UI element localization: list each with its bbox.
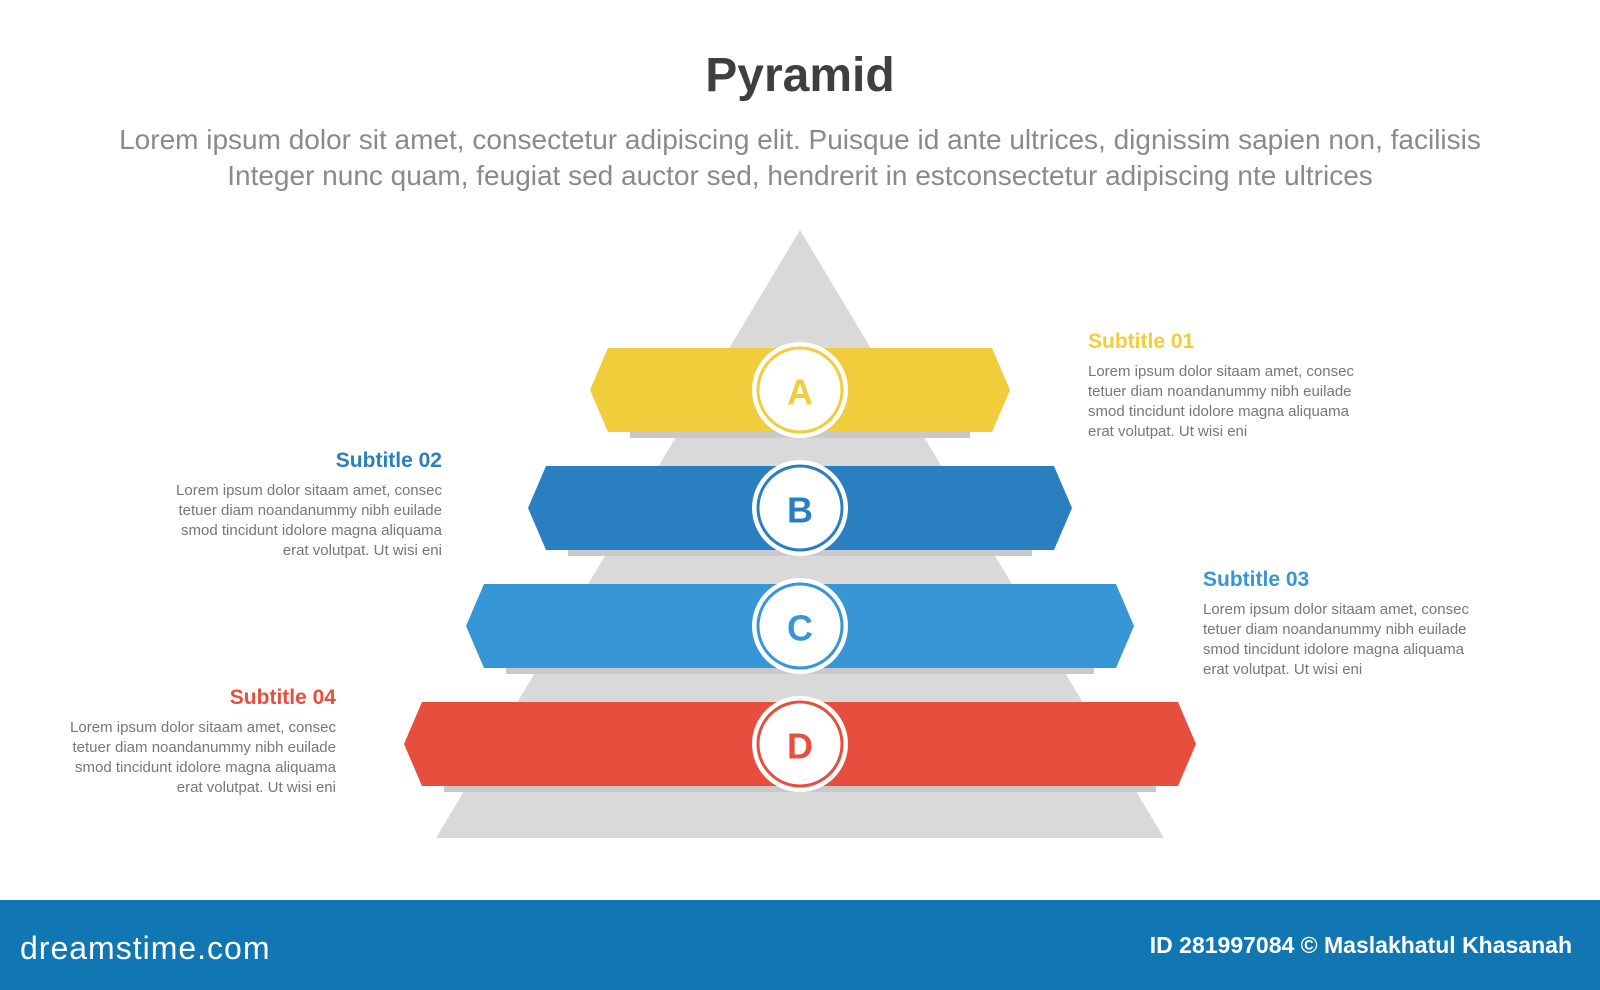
level-letter-d: D [787,726,813,767]
level-c-body: Lorem ipsum dolor sitaam amet, consec te… [1203,600,1503,680]
level-d-subtitle: Subtitle 04 [229,686,336,709]
level-b-body-line: erat volutpat. Ut wisi eni [282,542,442,559]
level-b-body-line: tetuer diam noandanummy nibh euilade [178,502,442,519]
page-title: Pyramid [705,49,895,102]
level-d-body-line: Lorem ipsum dolor sitaam amet, consec [70,719,336,736]
footer-bar: dreamstime.com ID 281997084 © Maslakhatu… [0,900,1600,990]
description-line-1: Lorem ipsum dolor sit amet, consectetur … [119,124,1481,155]
level-d-body-line: erat volutpat. Ut wisi eni [176,779,336,796]
level-d-body: Lorem ipsum dolor sitaam amet, consec te… [36,718,336,798]
level-a-body-line: tetuer diam noandanummy nibh euilade [1088,383,1352,400]
description-line-2: Integer nunc quam, feugiat sed auctor se… [227,160,1373,191]
level-c-body-line: tetuer diam noandanummy nibh euilade [1203,621,1467,638]
level-c-subtitle: Subtitle 03 [1203,568,1310,591]
level-a-body-line: Lorem ipsum dolor sitaam amet, consec [1088,363,1354,380]
level-badge-ring [756,464,844,552]
level-a-body-line: erat volutpat. Ut wisi eni [1088,423,1248,440]
level-badge-ring [756,346,844,434]
level-b-body: Lorem ipsum dolor sitaam amet, consec te… [142,481,442,561]
level-c-body-line: Lorem ipsum dolor sitaam amet, consec [1203,601,1469,618]
level-a-body: Lorem ipsum dolor sitaam amet, consec te… [1088,362,1388,442]
level-a-text: Subtitle 01 Lorem ipsum dolor sitaam ame… [1088,330,1388,442]
level-c-text: Subtitle 03 Lorem ipsum dolor sitaam ame… [1203,568,1503,680]
level-b-text: Subtitle 02 Lorem ipsum dolor sitaam ame… [142,449,442,561]
level-c-body-line: smod tincidunt idolore magna aliquama [1203,641,1464,658]
level-b-subtitle: Subtitle 02 [335,449,442,472]
footer-credit: ID 281997084 © Maslakhatul Khasanah [1149,932,1572,958]
level-letter-a: A [787,372,813,413]
footer-logo[interactable]: dreamstime.com [20,930,271,966]
pyramid-diagram: A B C D [404,230,1196,838]
level-d-text: Subtitle 04 Lorem ipsum dolor sitaam ame… [36,686,336,798]
level-d-body-line: smod tincidunt idolore magna aliquama [75,759,336,776]
level-a-subtitle: Subtitle 01 [1088,330,1195,353]
level-d-body-line: tetuer diam noandanummy nibh euilade [72,739,336,756]
description: Lorem ipsum dolor sit amet, consectetur … [60,122,1540,194]
level-badge-ring [756,700,844,788]
level-a-body-line: smod tincidunt idolore magna aliquama [1088,403,1349,420]
level-b-body-line: smod tincidunt idolore magna aliquama [181,522,442,539]
level-letter-b: B [787,490,813,531]
level-c-body-line: erat volutpat. Ut wisi eni [1203,661,1363,678]
level-badge-ring [756,582,844,670]
level-letter-c: C [787,608,813,649]
level-b-body-line: Lorem ipsum dolor sitaam amet, consec [176,482,442,499]
